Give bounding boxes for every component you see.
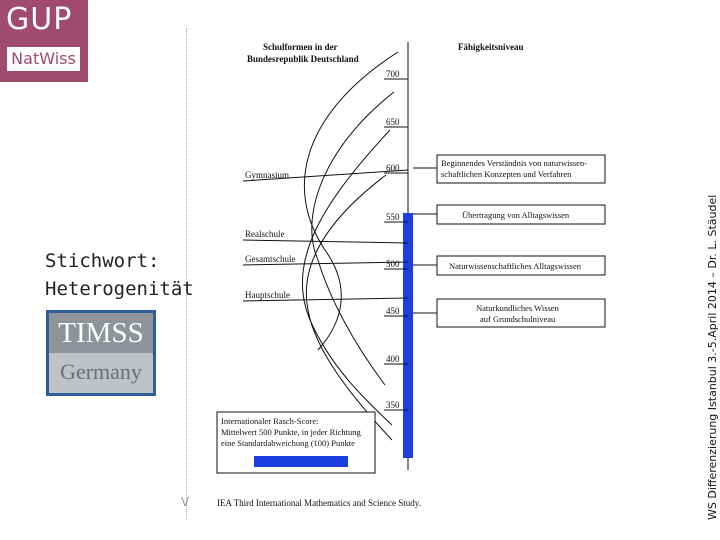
keyword-heading: Stichwort: Heterogenität xyxy=(45,247,194,303)
tick-label: 550 xyxy=(386,212,400,222)
level-4-line-2: auf Grundschulniveau xyxy=(480,314,556,324)
sidebar-vertical-text: WS Differenzierung Istanbul 3.-5.April 2… xyxy=(706,194,719,520)
level-3-line-1: Naturwissenschaftliches Alltagswissen xyxy=(449,261,582,271)
logo-text-natwiss: NatWiss xyxy=(7,47,80,71)
tick-label: 650 xyxy=(386,117,400,127)
dotted-divider xyxy=(186,28,187,520)
level-1-line-1: Beginnendes Verständnis von naturwissen- xyxy=(441,158,587,168)
legend-line-2: Mittelwert 500 Punkte, in jeder Richtung xyxy=(221,427,362,437)
level-1-line-2: schaftlichen Konzepten und Verfahren xyxy=(441,169,572,179)
tick-label: 700 xyxy=(386,69,400,79)
keyword-line-1: Stichwort: xyxy=(45,250,160,272)
curve-gymnasium xyxy=(303,51,399,351)
school-type-underline xyxy=(242,169,409,182)
level-4-line-1: Naturkundliches Wissen xyxy=(476,303,560,313)
school-type-hauptschule: Hauptschule xyxy=(245,290,290,300)
school-type-underline xyxy=(242,261,409,266)
timss-germany-logo: TIMSS Germany xyxy=(46,310,156,396)
gup-natwiss-logo: GUP NatWiss xyxy=(0,0,88,82)
left-header-line-1: Schulformen in der xyxy=(263,42,338,52)
logo-text-gup: GUP xyxy=(6,2,73,37)
level-2-line-1: Übertragung von Alltagswissen xyxy=(462,210,570,220)
curve-gesamtschule xyxy=(302,129,393,426)
tick-label: 600 xyxy=(386,163,400,173)
school-type-gymnasium: Gymnasium xyxy=(245,170,289,180)
timss-logo-title: TIMSS xyxy=(49,313,153,353)
school-type-underline xyxy=(242,297,409,302)
curve-hauptschule xyxy=(305,174,393,441)
curve-realschule xyxy=(311,91,395,386)
legend-blue-swatch xyxy=(254,456,348,467)
left-header-line-2: Bundesrepublik Deutschland xyxy=(247,54,359,64)
school-type-gesamtschule: Gesamtschule xyxy=(245,254,295,264)
scale-blue-bar xyxy=(403,213,413,458)
legend-line-1: Internationaler Rasch-Score: xyxy=(221,416,318,426)
tick-label: 350 xyxy=(386,400,400,410)
tick-label: 500 xyxy=(386,259,400,269)
tick-label: 450 xyxy=(386,306,400,316)
tick-label: 400 xyxy=(386,354,400,364)
legend-line-3: eine Standardabweichung (100) Punkte xyxy=(221,438,355,448)
timss-logo-inner: TIMSS Germany xyxy=(49,313,153,393)
level-box-4 xyxy=(436,298,606,328)
footnote: IEA Third International Mathematics and … xyxy=(217,498,421,508)
small-mark: V xyxy=(181,495,190,509)
right-header: Fähigkeitsniveau xyxy=(458,42,524,52)
timss-logo-country: Germany xyxy=(60,359,142,384)
school-type-underline xyxy=(242,239,409,244)
school-type-realschule: Realschule xyxy=(245,229,285,239)
level-box-1 xyxy=(436,154,606,184)
keyword-line-2: Heterogenität xyxy=(45,278,194,300)
